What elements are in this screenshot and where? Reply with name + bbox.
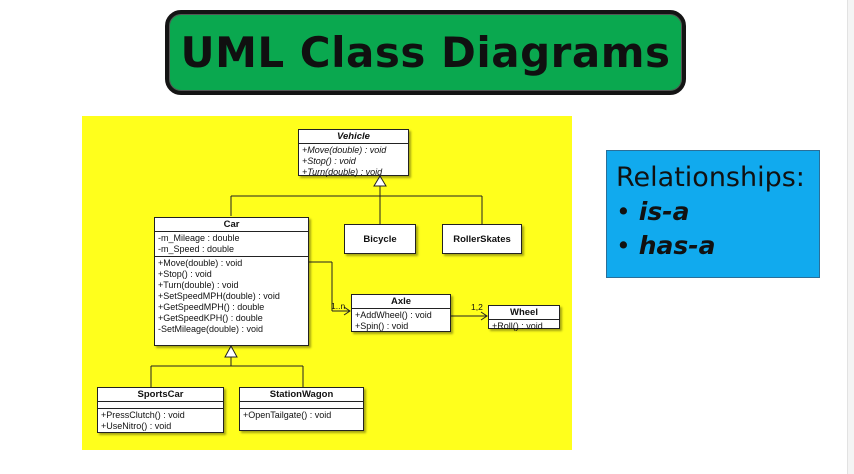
relationships-box: Relationships: •is-a •has-a bbox=[606, 150, 820, 278]
method: +Spin() : void bbox=[355, 321, 409, 331]
method-section: +PressClutch() : void +UseNitro() : void bbox=[98, 409, 223, 433]
relationship-item-has-a: •has-a bbox=[616, 229, 811, 263]
class-vehicle[interactable]: Vehicle +Move(double) : void +Stop() : v… bbox=[298, 129, 409, 179]
attribute-section bbox=[240, 402, 363, 409]
method: +Stop() : void bbox=[302, 156, 356, 166]
class-name: Vehicle bbox=[299, 130, 408, 144]
relationship-lines bbox=[150, 175, 488, 387]
method-section: +AddWheel() : void +Spin() : void bbox=[352, 309, 450, 333]
bullet: • bbox=[616, 231, 631, 260]
method: +Turn(double) : void bbox=[302, 167, 383, 177]
attribute-section: -m_Mileage : double -m_Speed : double bbox=[155, 232, 308, 257]
class-axle[interactable]: Axle +AddWheel() : void +Spin() : void bbox=[351, 294, 451, 332]
method: +SetSpeedMPH(double) : void bbox=[158, 291, 280, 301]
class-name: StationWagon bbox=[240, 388, 363, 402]
method: +GetSpeedMPH() : double bbox=[158, 302, 265, 312]
class-name: Car bbox=[155, 218, 308, 232]
class-name: Wheel bbox=[489, 306, 559, 320]
attribute-section bbox=[98, 402, 223, 409]
page-title: UML Class Diagrams bbox=[180, 28, 671, 77]
attribute: -m_Mileage : double bbox=[158, 233, 240, 243]
method: +Stop() : void bbox=[158, 269, 212, 279]
relationship-label: has-a bbox=[638, 231, 716, 260]
relationship-label: is-a bbox=[638, 197, 690, 226]
inheritance-arrowhead bbox=[373, 175, 387, 187]
window-edge bbox=[847, 0, 854, 474]
class-rollerskates[interactable]: RollerSkates bbox=[442, 224, 522, 254]
class-name: Axle bbox=[352, 295, 450, 309]
multiplicity-car-axle: 1..n bbox=[331, 301, 346, 311]
method: +Move(double) : void bbox=[158, 258, 243, 268]
multiplicity-axle-wheel: 1,2 bbox=[471, 302, 483, 312]
attribute: -m_Speed : double bbox=[158, 244, 235, 254]
method: +AddWheel() : void bbox=[355, 310, 432, 320]
bullet: • bbox=[616, 197, 631, 226]
method-section: +Move(double) : void +Stop() : void +Tur… bbox=[299, 144, 408, 179]
method: +Turn(double) : void bbox=[158, 280, 239, 290]
method-section: +Roll() : void bbox=[489, 320, 559, 333]
method: +Roll() : void bbox=[492, 321, 543, 331]
method: +PressClutch() : void bbox=[101, 410, 185, 420]
method: +GetSpeedKPH() : double bbox=[158, 313, 263, 323]
method: +Move(double) : void bbox=[302, 145, 387, 155]
relationships-heading: Relationships: bbox=[616, 162, 805, 193]
relationship-item-is-a: •is-a bbox=[616, 195, 811, 229]
class-car[interactable]: Car -m_Mileage : double -m_Speed : doubl… bbox=[154, 217, 309, 346]
method: +OpenTailgate() : void bbox=[243, 410, 332, 420]
class-sportscar[interactable]: SportsCar +PressClutch() : void +UseNitr… bbox=[97, 387, 224, 433]
class-name: SportsCar bbox=[98, 388, 223, 402]
class-wheel[interactable]: Wheel +Roll() : void bbox=[488, 305, 560, 331]
method: +UseNitro() : void bbox=[101, 421, 172, 431]
association-arrowhead bbox=[343, 306, 351, 316]
class-name: Bicycle bbox=[363, 233, 397, 245]
inheritance-arrowhead bbox=[224, 344, 238, 358]
method-section: +Move(double) : void +Stop() : void +Tur… bbox=[155, 257, 308, 336]
title-banner: UML Class Diagrams bbox=[165, 10, 686, 95]
method-section: +OpenTailgate() : void bbox=[240, 409, 363, 422]
method: -SetMileage(double) : void bbox=[158, 324, 264, 334]
association-arrowhead bbox=[480, 311, 488, 321]
class-name: RollerSkates bbox=[453, 233, 511, 245]
class-stationwagon[interactable]: StationWagon +OpenTailgate() : void bbox=[239, 387, 364, 431]
uml-diagram: Vehicle +Move(double) : void +Stop() : v… bbox=[82, 116, 572, 450]
class-bicycle[interactable]: Bicycle bbox=[344, 224, 416, 254]
